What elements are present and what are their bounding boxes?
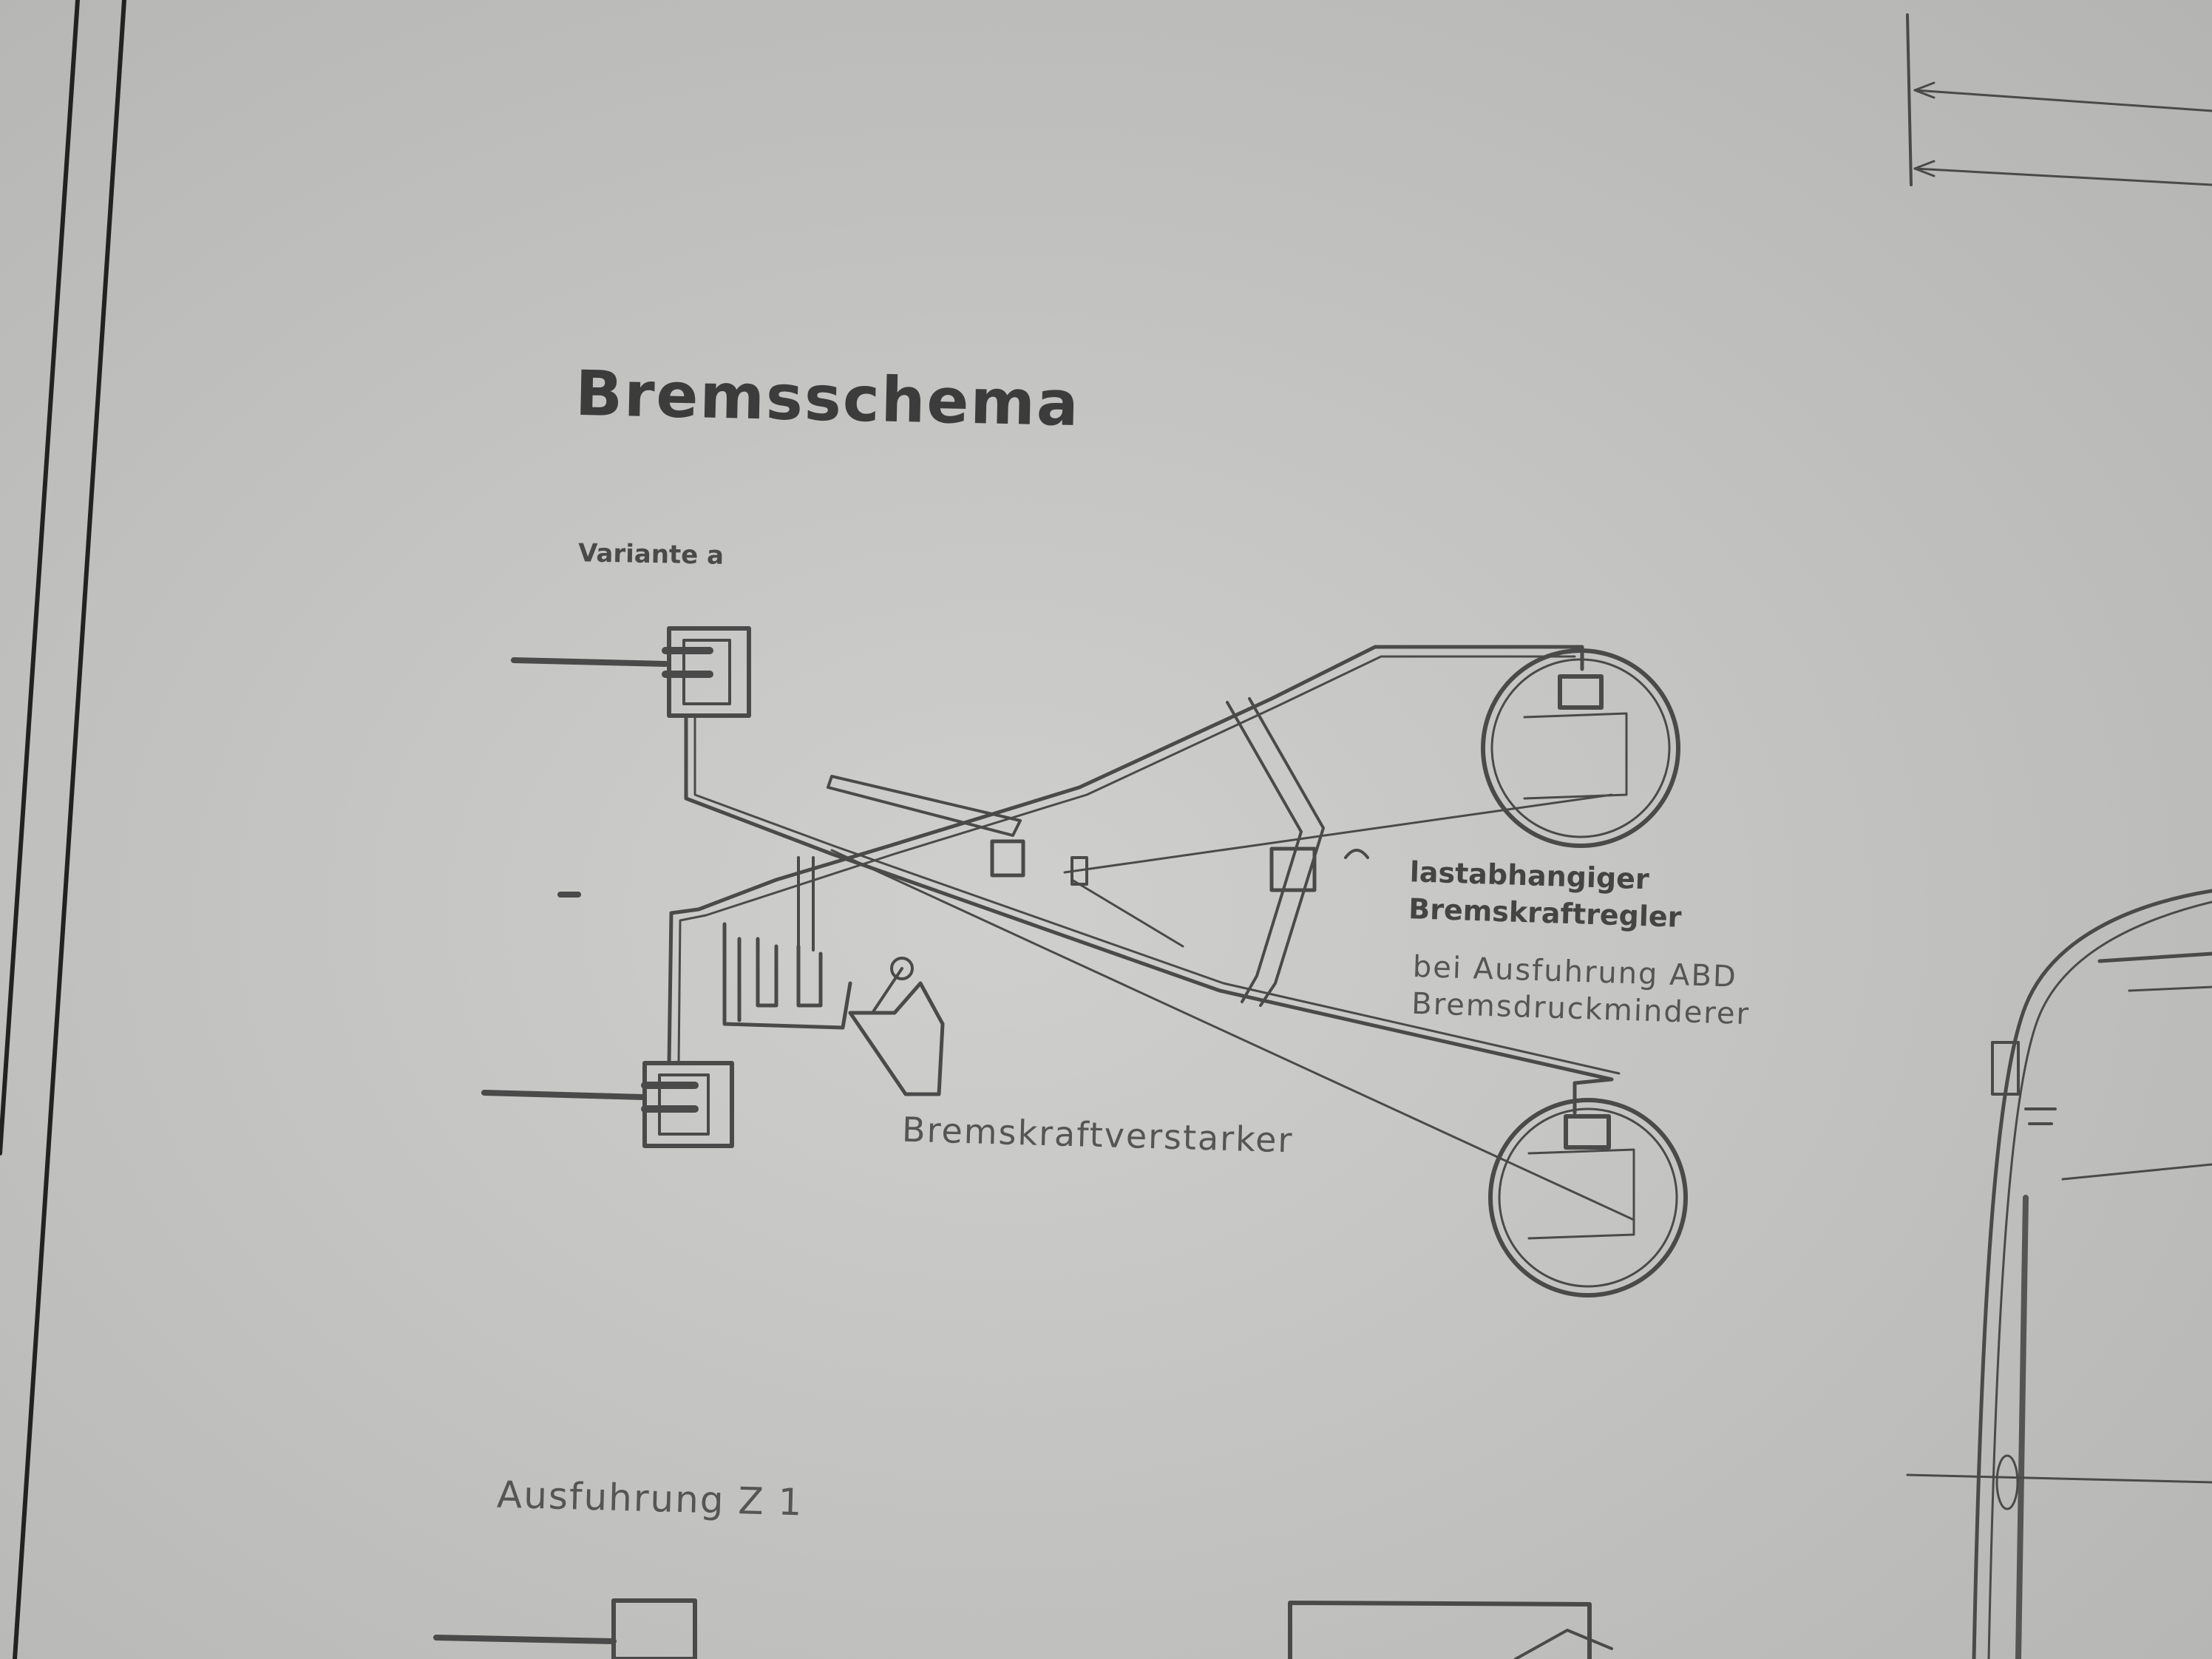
brake-line-front-top-down [684, 715, 1614, 1115]
vehicle-door-handle [1991, 1041, 2020, 1096]
dimension-arrow-2 [1913, 160, 1936, 177]
rear-wheel-cylinder-top [1558, 674, 1604, 710]
load-sensing-regulator [1269, 847, 1317, 892]
regulator-block-left [990, 839, 1025, 878]
rear-brake-drum-top [1481, 648, 1680, 848]
front-axle-shaft-bottom [481, 1090, 646, 1100]
dimension-line-1 [1906, 13, 1913, 186]
rear-wheel-cylinder-bottom [1564, 1114, 1611, 1150]
next-variant-heading: Ausfuhrung Z 1 [496, 1473, 804, 1524]
dimension-line-2 [1913, 89, 2212, 112]
next-variant-wheel-cylinder [611, 1598, 697, 1659]
label-abd-pressure-reducer: bei Ausfuhrung ABD Bremsdruckminderer [1411, 949, 1752, 1033]
page-border-line-inner [13, 0, 126, 1659]
master-cylinder [722, 922, 852, 1030]
dimension-arrow-1 [1913, 81, 1936, 99]
front-wheel-cylinder-bottom [642, 1061, 734, 1148]
next-variant-axle [433, 1635, 617, 1644]
rear-brake-drum-bottom [1488, 1098, 1688, 1297]
brake-line-diagonal-rear [1226, 701, 1303, 1003]
next-variant-frame [1288, 1601, 1592, 1659]
label-load-sensing-regulator: lastabhangiger Bremskraftregler [1408, 853, 1683, 936]
page-border-line-outer [0, 0, 80, 1156]
page-title: Bremsschema [574, 356, 1081, 441]
variant-subtitle: Variante a [577, 538, 725, 571]
handbrake-lever [827, 775, 1022, 837]
brake-line-regulator-link [1063, 793, 1613, 874]
vehicle-body-outline [1972, 889, 2212, 1659]
front-axle-shaft-top [511, 657, 668, 667]
brake-line-front-bottom-up [667, 645, 1584, 1065]
brake-pedal [848, 981, 945, 1096]
dimension-line-3 [1913, 167, 2212, 186]
